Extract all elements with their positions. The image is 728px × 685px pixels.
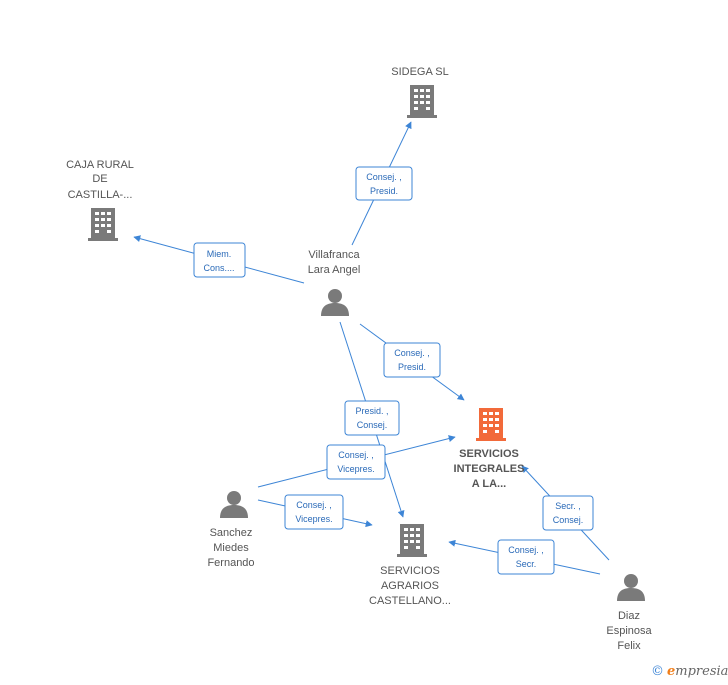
edge-label-diaz-servicios-agrarios[interactable]: Consej. , Secr. [497,539,555,575]
svg-text:SERVICIOS: SERVICIOS [380,565,440,577]
svg-text:Presid. ,: Presid. , [355,406,388,416]
node-diaz[interactable]: Diaz Espinosa Felix [606,574,653,652]
building-icon [88,208,118,241]
svg-text:Vicepres.: Vicepres. [337,464,374,474]
edge-label-villafranca-sidega[interactable]: Consej. , Presid. [355,166,413,201]
svg-text:AGRARIOS: AGRARIOS [381,580,439,592]
svg-text:Consej.: Consej. [357,420,388,430]
svg-text:CASTILLA-...: CASTILLA-... [68,189,133,201]
svg-text:Consej. ,: Consej. , [296,500,332,510]
edge-label-villafranca-servicios-integrales[interactable]: Consej. , Presid. [383,342,441,378]
svg-text:Presid.: Presid. [398,362,426,372]
svg-text:Presid.: Presid. [370,186,398,196]
svg-text:Consej. ,: Consej. , [394,348,430,358]
svg-text:Consej. ,: Consej. , [508,545,544,555]
person-icon [220,491,248,518]
brand-initial: e [667,664,676,679]
edge-label-villafranca-servicios-agrarios[interactable]: Presid. , Consej. [344,400,400,436]
svg-text:CASTELLANO...: CASTELLANO... [369,595,451,607]
building-icon [407,85,437,118]
node-servicios-integrales[interactable]: SERVICIOS INTEGRALES A LA... [454,408,525,490]
svg-text:A LA...: A LA... [472,478,506,490]
svg-text:Secr. ,: Secr. , [555,501,581,511]
svg-text:Vicepres.: Vicepres. [295,514,332,524]
svg-text:Espinosa: Espinosa [606,625,652,637]
svg-text:DE: DE [92,173,107,185]
svg-text:Consej. ,: Consej. , [338,450,374,460]
svg-text:Secr.: Secr. [516,559,537,569]
edge-label-sanchez-servicios-integrales[interactable]: Consej. , Vicepres. [326,444,386,480]
svg-text:Miem.: Miem. [207,249,232,259]
node-caja-rural[interactable]: CAJA RURAL DE CASTILLA-... [66,159,134,241]
edge-label-diaz-servicios-integrales[interactable]: Secr. , Consej. [542,495,594,531]
node-villafranca[interactable]: Villafranca Lara Angel [308,249,361,316]
building-icon [397,524,427,557]
node-label: SIDEGA SL [391,66,448,78]
person-icon [321,289,349,316]
copyright-icon: © [651,664,664,679]
brand-logo: ©empresia [651,664,728,679]
node-servicios-agrarios[interactable]: SERVICIOS AGRARIOS CASTELLANO... [369,524,451,607]
svg-text:Diaz: Diaz [618,610,640,622]
svg-text:Consej. ,: Consej. , [366,172,402,182]
svg-text:Cons....: Cons.... [203,263,234,273]
edge-label-sanchez-servicios-agrarios[interactable]: Consej. , Vicepres. [284,494,344,530]
svg-text:SERVICIOS: SERVICIOS [459,448,519,460]
brand-name: mpresia [675,664,728,679]
node-sidega[interactable]: SIDEGA SL [391,66,449,118]
svg-text:Sanchez: Sanchez [210,527,253,539]
svg-text:Villafranca: Villafranca [308,249,360,261]
person-icon [617,574,645,601]
svg-text:INTEGRALES: INTEGRALES [454,463,525,475]
svg-text:Fernando: Fernando [207,557,254,569]
edge-label-villafranca-caja[interactable]: Miem. Cons.... [193,242,246,278]
node-sanchez[interactable]: Sanchez Miedes Fernando [207,491,255,569]
svg-text:CAJA RURAL: CAJA RURAL [66,159,134,171]
svg-text:Miedes: Miedes [213,542,249,554]
svg-text:Lara Angel: Lara Angel [308,264,361,276]
svg-text:Felix: Felix [617,640,641,652]
building-icon [476,408,506,441]
svg-text:Consej.: Consej. [553,515,584,525]
